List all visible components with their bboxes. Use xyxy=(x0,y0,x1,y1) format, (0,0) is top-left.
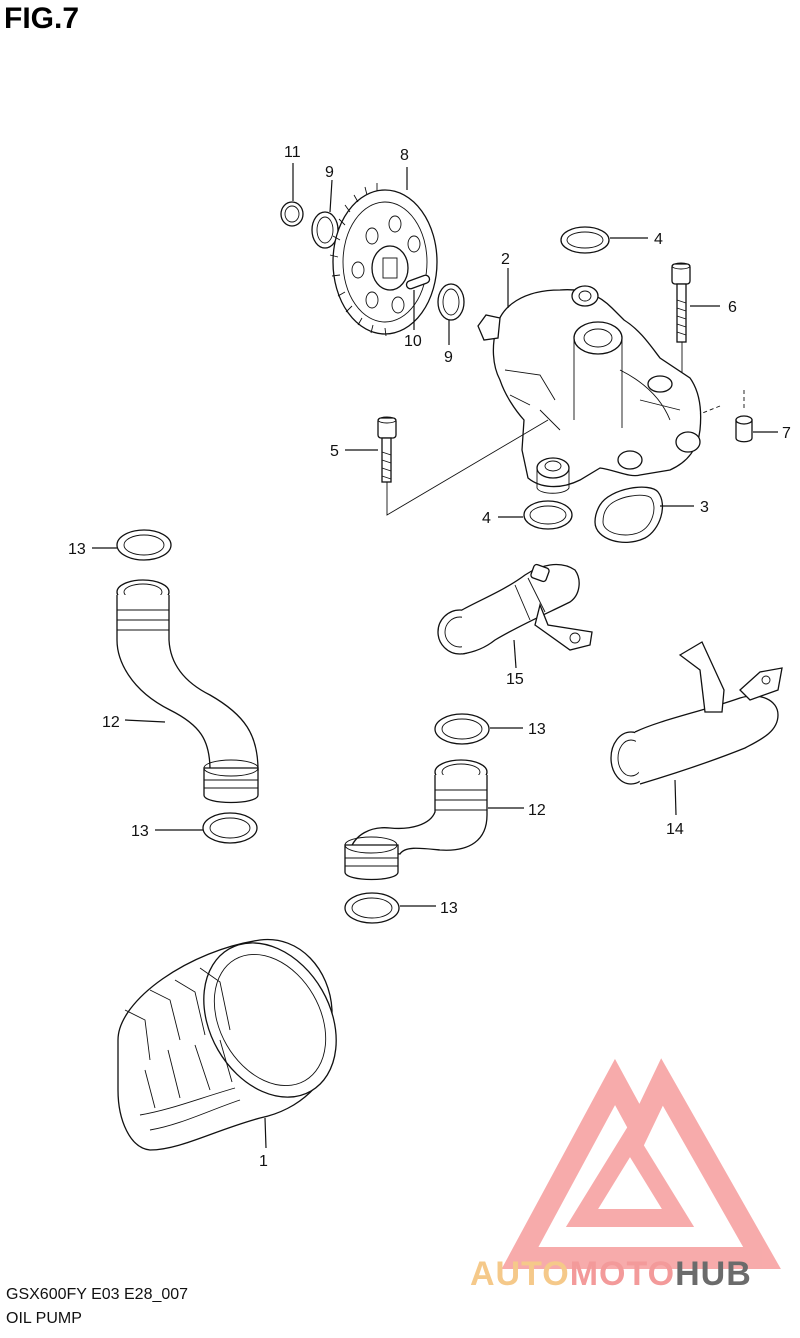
callout-13-a: 13 xyxy=(68,541,86,558)
callout-13-b: 13 xyxy=(131,823,149,840)
part-12-pipe-right xyxy=(344,759,524,881)
footer-figure-name: OIL PUMP xyxy=(6,1310,82,1327)
watermark-moto: MOTO xyxy=(569,1255,676,1293)
footer-model-code: GSX600FY E03 E28_007 xyxy=(6,1286,189,1303)
callout-12-right: 12 xyxy=(528,802,546,819)
part-11-circlip xyxy=(280,163,304,227)
callout-5: 5 xyxy=(330,443,339,460)
part-12-pipe-left xyxy=(116,579,259,804)
part-4-oring-lower xyxy=(498,500,573,530)
callout-14: 14 xyxy=(666,821,684,838)
callout-13-c: 13 xyxy=(528,721,546,738)
callout-10: 10 xyxy=(404,333,422,350)
callout-13-d: 13 xyxy=(440,900,458,917)
callout-7: 7 xyxy=(782,425,791,442)
callout-1: 1 xyxy=(259,1153,268,1170)
part-9-washer-upper xyxy=(311,179,339,249)
part-15-pipe-bracket xyxy=(437,563,593,669)
part-13-oring-b xyxy=(155,812,258,844)
part-10-pin xyxy=(405,274,431,330)
callout-6: 6 xyxy=(728,299,737,316)
part-9-washer-lower xyxy=(437,283,465,345)
callout-2: 2 xyxy=(501,251,510,268)
callout-11: 11 xyxy=(284,144,301,161)
callout-15: 15 xyxy=(506,671,524,688)
callout-8: 8 xyxy=(400,147,409,164)
part-4-oring-upper xyxy=(560,226,648,254)
part-2-pump-body xyxy=(477,268,702,494)
watermark-auto: AUTO xyxy=(470,1255,570,1293)
part-6-bolt xyxy=(671,262,720,376)
part-8-pump-gear xyxy=(329,167,438,337)
watermark-logo-icon xyxy=(501,1058,781,1269)
callout-9-lower: 9 xyxy=(444,349,453,366)
watermark-hub: HUB xyxy=(675,1255,752,1293)
part-1-oil-filter xyxy=(117,938,337,1151)
part-13-oring-a xyxy=(92,529,172,561)
part-7-dowel xyxy=(699,390,778,443)
part-13-oring-c xyxy=(434,713,523,745)
callout-9-upper: 9 xyxy=(325,164,334,181)
part-5-bolt xyxy=(345,416,549,516)
watermark-brand: AUTOMOTOHUB xyxy=(470,1255,752,1294)
callout-4-upper: 4 xyxy=(654,231,663,248)
callout-4-lower: 4 xyxy=(482,510,491,527)
callout-3: 3 xyxy=(700,499,709,516)
part-13-oring-d xyxy=(344,892,436,924)
part-14-pipe-bracket xyxy=(610,641,783,816)
figure-title: FIG.7 xyxy=(4,2,80,35)
part-3-gasket xyxy=(594,486,694,543)
callout-12-left: 12 xyxy=(102,714,120,731)
